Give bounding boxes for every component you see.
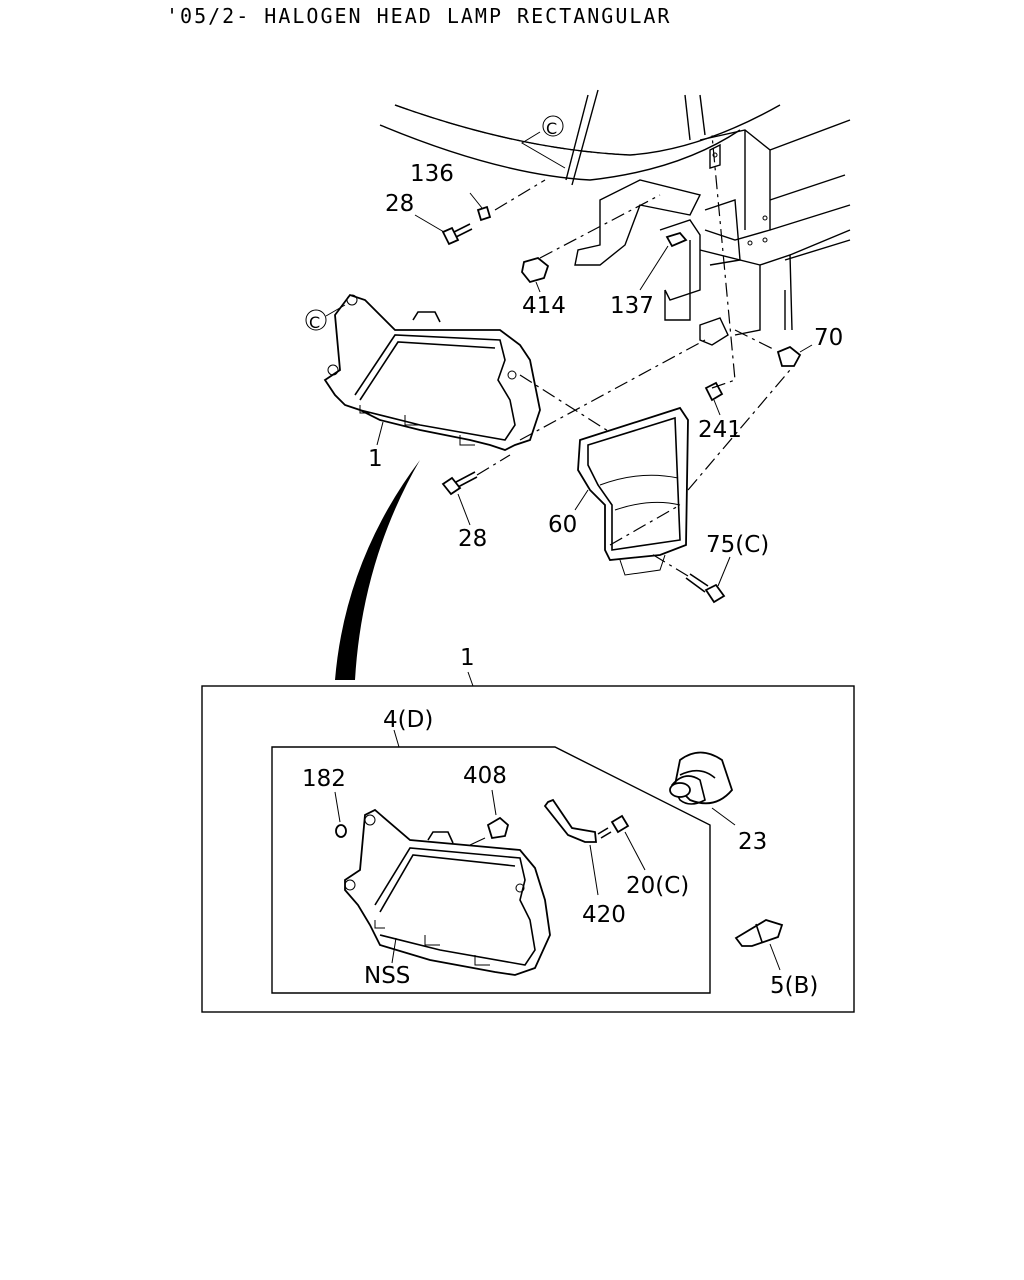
label-5b: 5(B) <box>770 973 818 999</box>
detail-head-lamp-nss <box>344 808 551 976</box>
label-241: 241 <box>698 417 742 443</box>
label-28-bottom: 28 <box>458 526 487 552</box>
part-28-bolt-top <box>414 214 473 246</box>
label-75c: 75(C) <box>706 532 769 558</box>
vehicle-body-structure <box>379 89 851 346</box>
reference-marker-c-top: C <box>521 115 566 169</box>
part-20c-screw <box>597 814 646 871</box>
part-182-grommet <box>334 791 347 838</box>
label-408: 408 <box>463 763 507 789</box>
part-1-head-lamp <box>323 293 706 451</box>
part-414-clip <box>521 194 661 293</box>
part-241-clip <box>704 134 736 416</box>
label-60: 60 <box>548 512 577 538</box>
svg-text:C: C <box>546 119 557 138</box>
part-408-plug <box>469 789 510 846</box>
label-414: 414 <box>522 293 566 319</box>
label-137: 137 <box>610 293 654 319</box>
svg-text:C: C <box>309 313 320 332</box>
label-28-top: 28 <box>385 191 414 217</box>
label-1-main: 1 <box>368 446 383 472</box>
label-420: 420 <box>582 902 626 928</box>
label-136: 136 <box>410 161 454 187</box>
label-4d: 4(D) <box>383 707 433 733</box>
label-23: 23 <box>738 829 767 855</box>
detail-box-inner <box>271 729 711 994</box>
part-136-clip <box>469 179 546 222</box>
part-28-bolt-bottom <box>441 454 511 526</box>
part-23-bulb-socket <box>669 751 736 826</box>
reference-marker-c-lamp: C <box>305 304 346 332</box>
part-70-clip <box>734 329 813 367</box>
part-5b-bulb <box>734 919 784 971</box>
label-70: 70 <box>814 325 843 351</box>
part-60-shroud <box>574 369 791 576</box>
label-182: 182 <box>302 766 346 792</box>
part-420-bracket <box>543 798 599 896</box>
label-nss: NSS <box>364 963 410 989</box>
detail-box-outer <box>201 671 855 1013</box>
detail-pointer-arrow <box>335 460 420 680</box>
label-1-detail: 1 <box>460 645 475 671</box>
label-20c: 20(C) <box>626 873 689 899</box>
page-title: '05/2- HALOGEN HEAD LAMP RECTANGULAR <box>166 4 672 28</box>
part-75c-bolt <box>649 552 731 604</box>
part-137-clip <box>639 231 688 291</box>
